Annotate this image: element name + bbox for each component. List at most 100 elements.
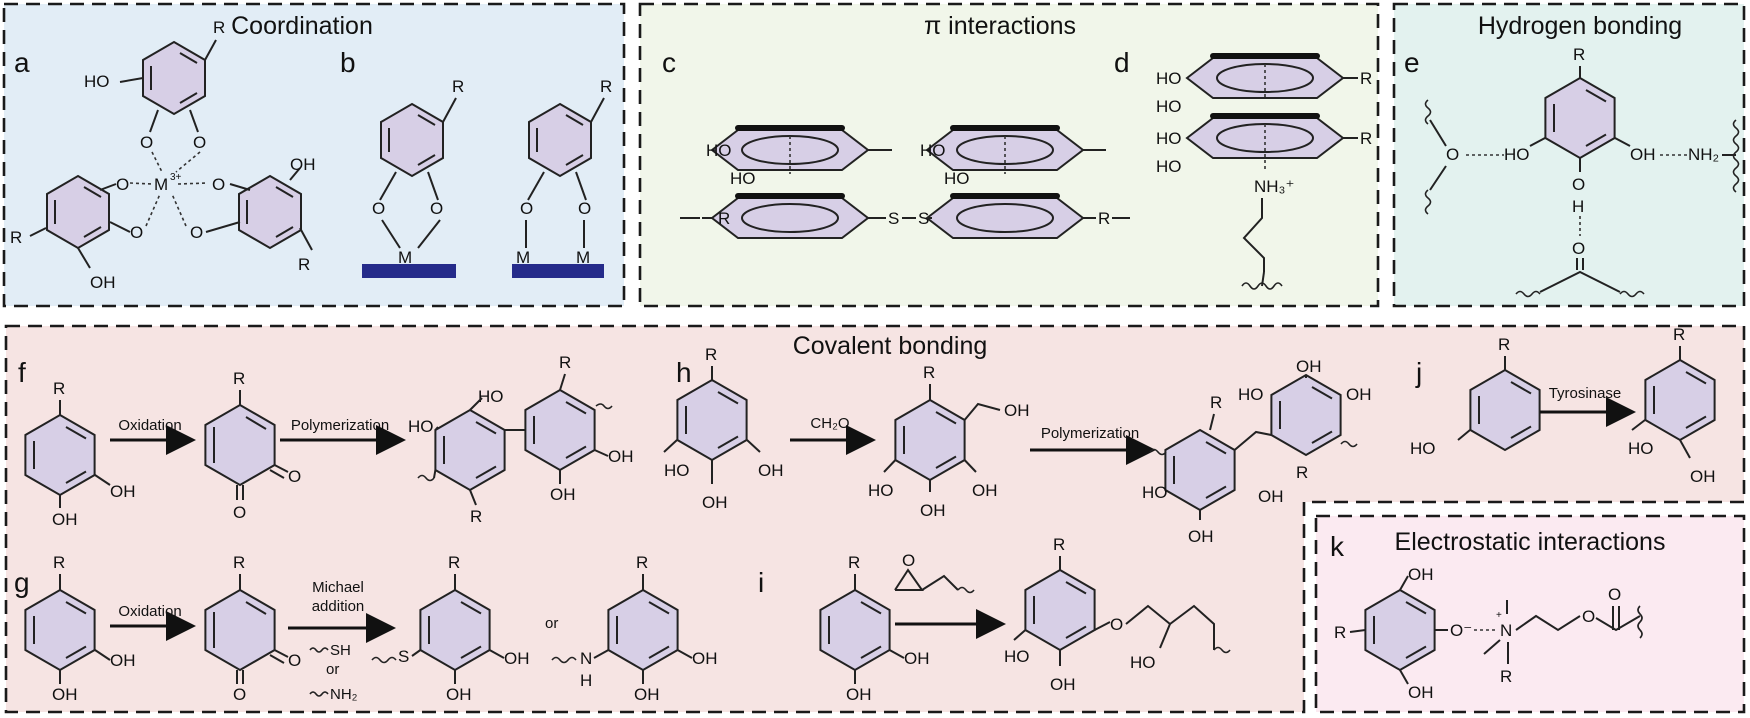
svg-text:HO: HO <box>478 387 504 406</box>
svg-text:OH: OH <box>608 447 634 466</box>
svg-text:OH: OH <box>904 649 930 668</box>
svg-text:M: M <box>576 248 590 267</box>
svg-text:O: O <box>1446 145 1459 164</box>
svg-text:M: M <box>398 248 412 267</box>
svg-text:OH: OH <box>1690 467 1716 486</box>
svg-text:OH: OH <box>1188 527 1214 546</box>
svg-text:O: O <box>212 175 225 194</box>
svg-text:O: O <box>1582 607 1595 626</box>
electrostatic-title: Electrostatic interactions <box>1395 528 1666 556</box>
svg-text:O: O <box>1572 239 1585 258</box>
svg-text:HO: HO <box>1156 157 1182 176</box>
metal-surface <box>512 264 604 278</box>
label-j: j <box>1415 357 1422 388</box>
svg-text:OH: OH <box>504 649 530 668</box>
svg-text:Michael: Michael <box>312 579 364 596</box>
svg-text:HO: HO <box>920 141 946 160</box>
svg-text:O: O <box>1572 175 1585 194</box>
svg-text:OH: OH <box>1296 357 1322 376</box>
svg-text:HO: HO <box>1156 129 1182 148</box>
svg-text:R: R <box>705 345 717 364</box>
svg-text:HO: HO <box>1004 647 1030 666</box>
tyrosinase-label: Tyrosinase <box>1549 385 1622 402</box>
svg-text:R: R <box>559 353 571 372</box>
svg-text:HO: HO <box>1156 97 1182 116</box>
svg-text:R: R <box>1296 463 1308 482</box>
svg-text:R: R <box>1573 45 1585 64</box>
svg-text:R: R <box>1500 667 1512 686</box>
svg-text:M: M <box>516 248 530 267</box>
svg-text:H: H <box>580 671 592 690</box>
svg-text:OH: OH <box>1258 487 1284 506</box>
svg-text:HO: HO <box>706 141 732 160</box>
svg-text:O: O <box>233 685 246 704</box>
svg-text:OH: OH <box>52 510 78 529</box>
cation-pi-stack: HO HO HO HO R R NH₃⁺ <box>1156 56 1372 290</box>
svg-text:OH: OH <box>758 461 784 480</box>
svg-text:OH: OH <box>110 482 136 501</box>
formaldehyde-label: CH₂O <box>810 415 849 432</box>
panel-coordination <box>2 2 626 308</box>
svg-text:R: R <box>923 363 935 382</box>
label-b: b <box>340 47 356 78</box>
svg-text:R: R <box>213 18 225 37</box>
svg-text:R: R <box>848 553 860 572</box>
svg-text:R: R <box>1053 535 1065 554</box>
svg-text:R: R <box>233 369 245 388</box>
svg-text:OH: OH <box>550 485 576 504</box>
svg-text:HO: HO <box>1142 483 1168 502</box>
label-c: c <box>662 47 676 78</box>
svg-text:H: H <box>1572 197 1584 216</box>
svg-text:R: R <box>233 553 245 572</box>
svg-text:3+: 3+ <box>170 172 182 183</box>
svg-text:NH₂: NH₂ <box>1688 145 1719 164</box>
svg-text:O: O <box>902 551 915 570</box>
svg-text:OH: OH <box>1346 385 1372 404</box>
svg-text:R: R <box>298 255 310 274</box>
svg-text:O: O <box>233 503 246 522</box>
svg-text:NH₂: NH₂ <box>330 686 358 703</box>
bidentate-surface-binding: R O O M <box>362 77 464 278</box>
svg-text:OH: OH <box>90 273 116 292</box>
svg-text:HO: HO <box>868 481 894 500</box>
svg-text:OH: OH <box>1004 401 1030 420</box>
svg-text:R: R <box>448 553 460 572</box>
svg-text:O: O <box>140 133 153 152</box>
svg-text:O: O <box>372 199 385 218</box>
phenolate-label: O⁻ <box>1450 621 1472 640</box>
svg-text:R: R <box>718 209 730 228</box>
svg-text:R: R <box>1498 335 1510 354</box>
svg-text:OH: OH <box>52 685 78 704</box>
svg-text:R: R <box>53 379 65 398</box>
formaldehyde-polymerization-scheme: R HO OH OH CH₂O R OH HO OH OH Polymeriza… <box>663 345 1372 546</box>
svg-text:+: + <box>1496 610 1502 621</box>
ammonium-n-label: N <box>1500 621 1512 640</box>
svg-text:R: R <box>1360 129 1372 148</box>
electrostatic-cation-pair: OH R OH O⁻ N + R O O <box>1334 565 1643 702</box>
svg-text:R: R <box>53 553 65 572</box>
svg-text:HO: HO <box>1628 439 1654 458</box>
svg-text:OH: OH <box>290 155 316 174</box>
svg-text:O: O <box>520 199 533 218</box>
michael-addition-scheme: R OH OH Oxidation R O O Michael addition… <box>24 553 718 704</box>
svg-text:or: or <box>545 615 558 632</box>
svg-text:R: R <box>1673 325 1685 344</box>
label-d: d <box>1114 47 1130 78</box>
svg-text:OH: OH <box>846 685 872 704</box>
covalent-title: Covalent bonding <box>793 332 988 360</box>
svg-text:or: or <box>326 661 339 678</box>
svg-text:O: O <box>288 467 301 486</box>
svg-text:OH: OH <box>692 649 718 668</box>
svg-text:HO: HO <box>1504 145 1530 164</box>
label-k: k <box>1330 531 1345 562</box>
svg-text:S: S <box>918 209 929 228</box>
oxidation-polymerization-scheme: R OH OH Oxidation R O O Polymerization H… <box>24 353 634 529</box>
svg-text:Polymerization: Polymerization <box>291 417 389 434</box>
svg-text:OH: OH <box>1408 683 1434 702</box>
svg-text:Polymerization: Polymerization <box>1041 425 1139 442</box>
label-h: h <box>676 357 692 388</box>
pi-stack-disulfide: HO HO HO HO R S S R <box>680 128 1130 238</box>
svg-text:OH: OH <box>1050 675 1076 694</box>
svg-text:O: O <box>116 175 129 194</box>
svg-text:HO: HO <box>1410 439 1436 458</box>
